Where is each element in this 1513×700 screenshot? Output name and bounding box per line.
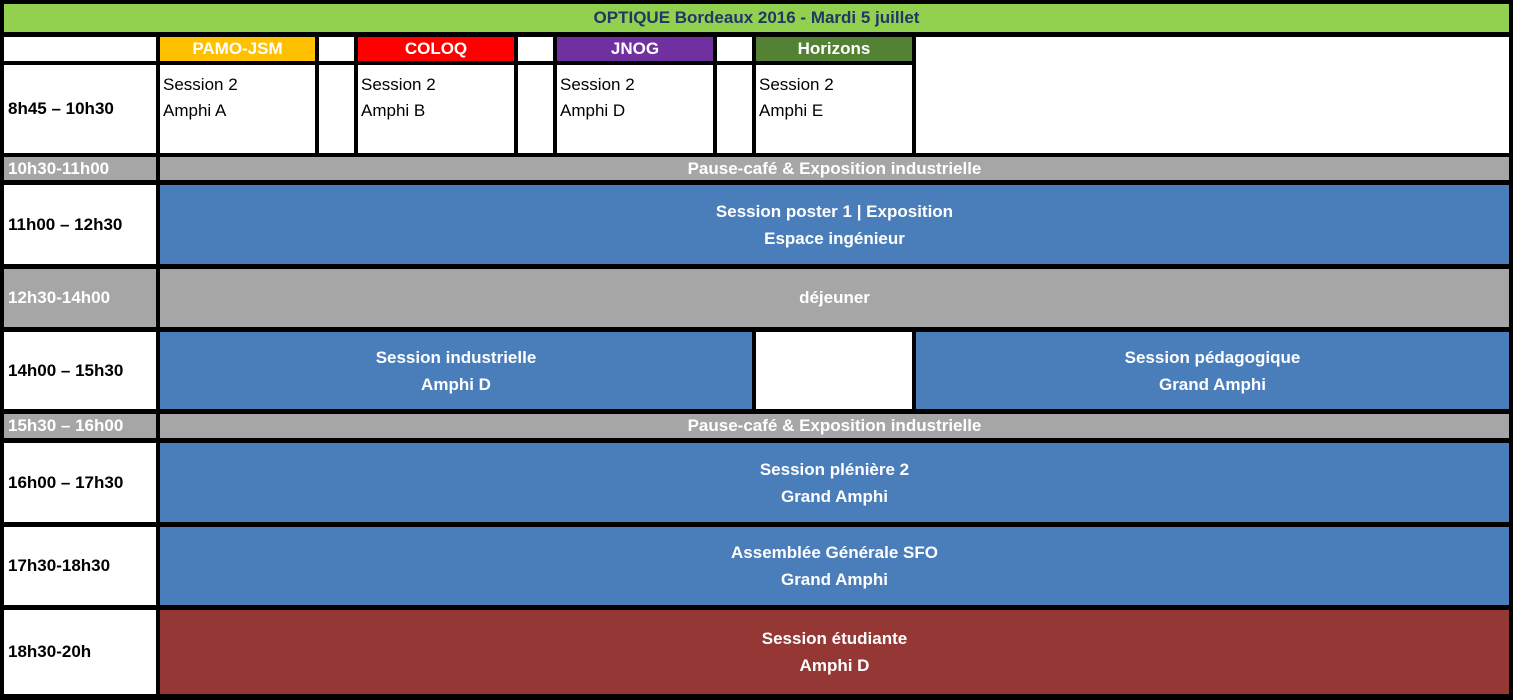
header-gap-cell (319, 37, 354, 61)
session-cell-coloq: Session 2 Amphi B (358, 65, 514, 153)
gap-cell (518, 65, 553, 153)
coffee-break-band: Pause-café & Exposition industrielle (160, 414, 1509, 438)
time-slot: 16h00 – 17h30 (4, 443, 156, 522)
time-slot: 14h00 – 15h30 (4, 332, 156, 409)
time-slot: 11h00 – 12h30 (4, 185, 156, 264)
time-slot: 17h30-18h30 (4, 527, 156, 605)
time-slot: 12h30-14h00 (4, 269, 156, 327)
session-room: Amphi A (163, 101, 227, 120)
industrial-session-band: Session industrielle Amphi D (160, 332, 752, 409)
pedagogical-session-band: Session pédagogique Grand Amphi (916, 332, 1509, 409)
empty-right-cell (916, 37, 1509, 153)
session-title: Session étudiante (761, 629, 908, 648)
session-room: Amphi D (799, 656, 870, 675)
session-room: Grand Amphi (1158, 374, 1267, 394)
track-label-pamo-jsm: PAMO-JSM (160, 37, 315, 61)
general-assembly-band: Assemblée Générale SFO Grand Amphi (160, 527, 1509, 605)
session-title: Assemblée Générale SFO (731, 543, 938, 562)
gap-cell (319, 65, 354, 153)
poster-session-band: Session poster 1 | Exposition Espace ing… (160, 185, 1509, 264)
header-gap-cell (717, 37, 752, 61)
student-session-band: Session étudiante Amphi D (160, 610, 1509, 694)
session-title: Session poster 1 | Exposition (715, 201, 954, 221)
plenary-session-band: Session plénière 2 Grand Amphi (160, 443, 1509, 522)
track-label-jnog: JNOG (557, 37, 713, 61)
session-title: Session plénière 2 (759, 459, 910, 479)
session-cell-pamo-jsm: Session 2 Amphi A (160, 65, 315, 153)
track-label-horizons: Horizons (756, 37, 912, 61)
session-title: Session pédagogique (1124, 347, 1301, 367)
session-title: Session industrielle (375, 347, 537, 367)
session-title: Session 2 (759, 75, 834, 94)
session-room: Grand Amphi (780, 486, 889, 506)
gap-cell (717, 65, 752, 153)
session-room: Amphi B (361, 101, 426, 120)
session-room: Grand Amphi (780, 570, 889, 589)
time-slot: 8h45 – 10h30 (4, 65, 156, 153)
empty-cell (756, 332, 912, 409)
coffee-break-band: Pause-café & Exposition industrielle (160, 157, 1509, 180)
session-room: Amphi D (421, 374, 491, 394)
session-title: Session 2 (361, 75, 436, 94)
page-title: OPTIQUE Bordeaux 2016 - Mardi 5 juillet (4, 4, 1509, 32)
session-room: Amphi E (759, 101, 824, 120)
time-slot: 18h30-20h (4, 610, 156, 694)
lunch-band: déjeuner (160, 269, 1509, 327)
session-room: Amphi D (560, 101, 626, 120)
track-label-coloq: COLOQ (358, 37, 514, 61)
header-blank-cell (4, 37, 156, 61)
time-slot: 15h30 – 16h00 (4, 414, 156, 438)
session-title: Session 2 (560, 75, 635, 94)
session-room: Espace ingénieur (764, 228, 905, 248)
session-cell-jnog: Session 2 Amphi D (557, 65, 713, 153)
session-title: Session 2 (163, 75, 238, 94)
header-gap-cell (518, 37, 553, 61)
time-slot: 10h30-11h00 (4, 157, 156, 180)
session-cell-horizons: Session 2 Amphi E (756, 65, 912, 153)
